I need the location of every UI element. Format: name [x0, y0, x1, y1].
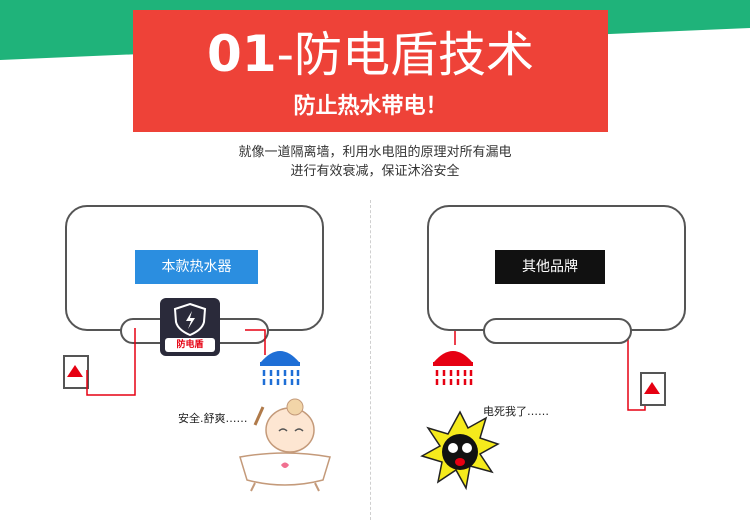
banner-title: 01-防电盾技术 — [133, 24, 608, 85]
caption-safe: 安全.舒爽…… — [178, 412, 248, 425]
banner-title-text: -防电盾技术 — [276, 27, 534, 83]
shield-icon — [173, 302, 207, 337]
label-this-heater: 本款热水器 — [135, 250, 258, 284]
banner-number: 01 — [207, 25, 277, 83]
title-banner: 01-防电盾技术 防止热水带电！ — [133, 10, 608, 132]
description-line-1: 就像一道隔离墙，利用水电阻的原理对所有漏电 — [238, 145, 512, 160]
shield-badge-label: 防电盾 — [165, 338, 215, 352]
shower-head-blue-icon — [260, 351, 300, 385]
label-other-brand: 其他品牌 — [495, 250, 605, 284]
banner-subtitle: 防止热水带电！ — [293, 94, 448, 119]
description-line-2: 进行有效衰减，保证沐浴安全 — [290, 164, 460, 179]
shield-badge: 防电盾 — [160, 298, 220, 356]
outlet-arrow-icon — [67, 365, 83, 377]
center-divider — [370, 200, 371, 520]
caption-shocked: 电死我了…… — [483, 405, 549, 418]
heater-pipe-right — [483, 318, 632, 344]
shower-head-red-icon — [433, 351, 473, 385]
outlet-arrow-icon — [644, 382, 660, 394]
happy-bather-illustration — [239, 398, 331, 492]
electrocuted-character-illustration — [420, 410, 500, 491]
